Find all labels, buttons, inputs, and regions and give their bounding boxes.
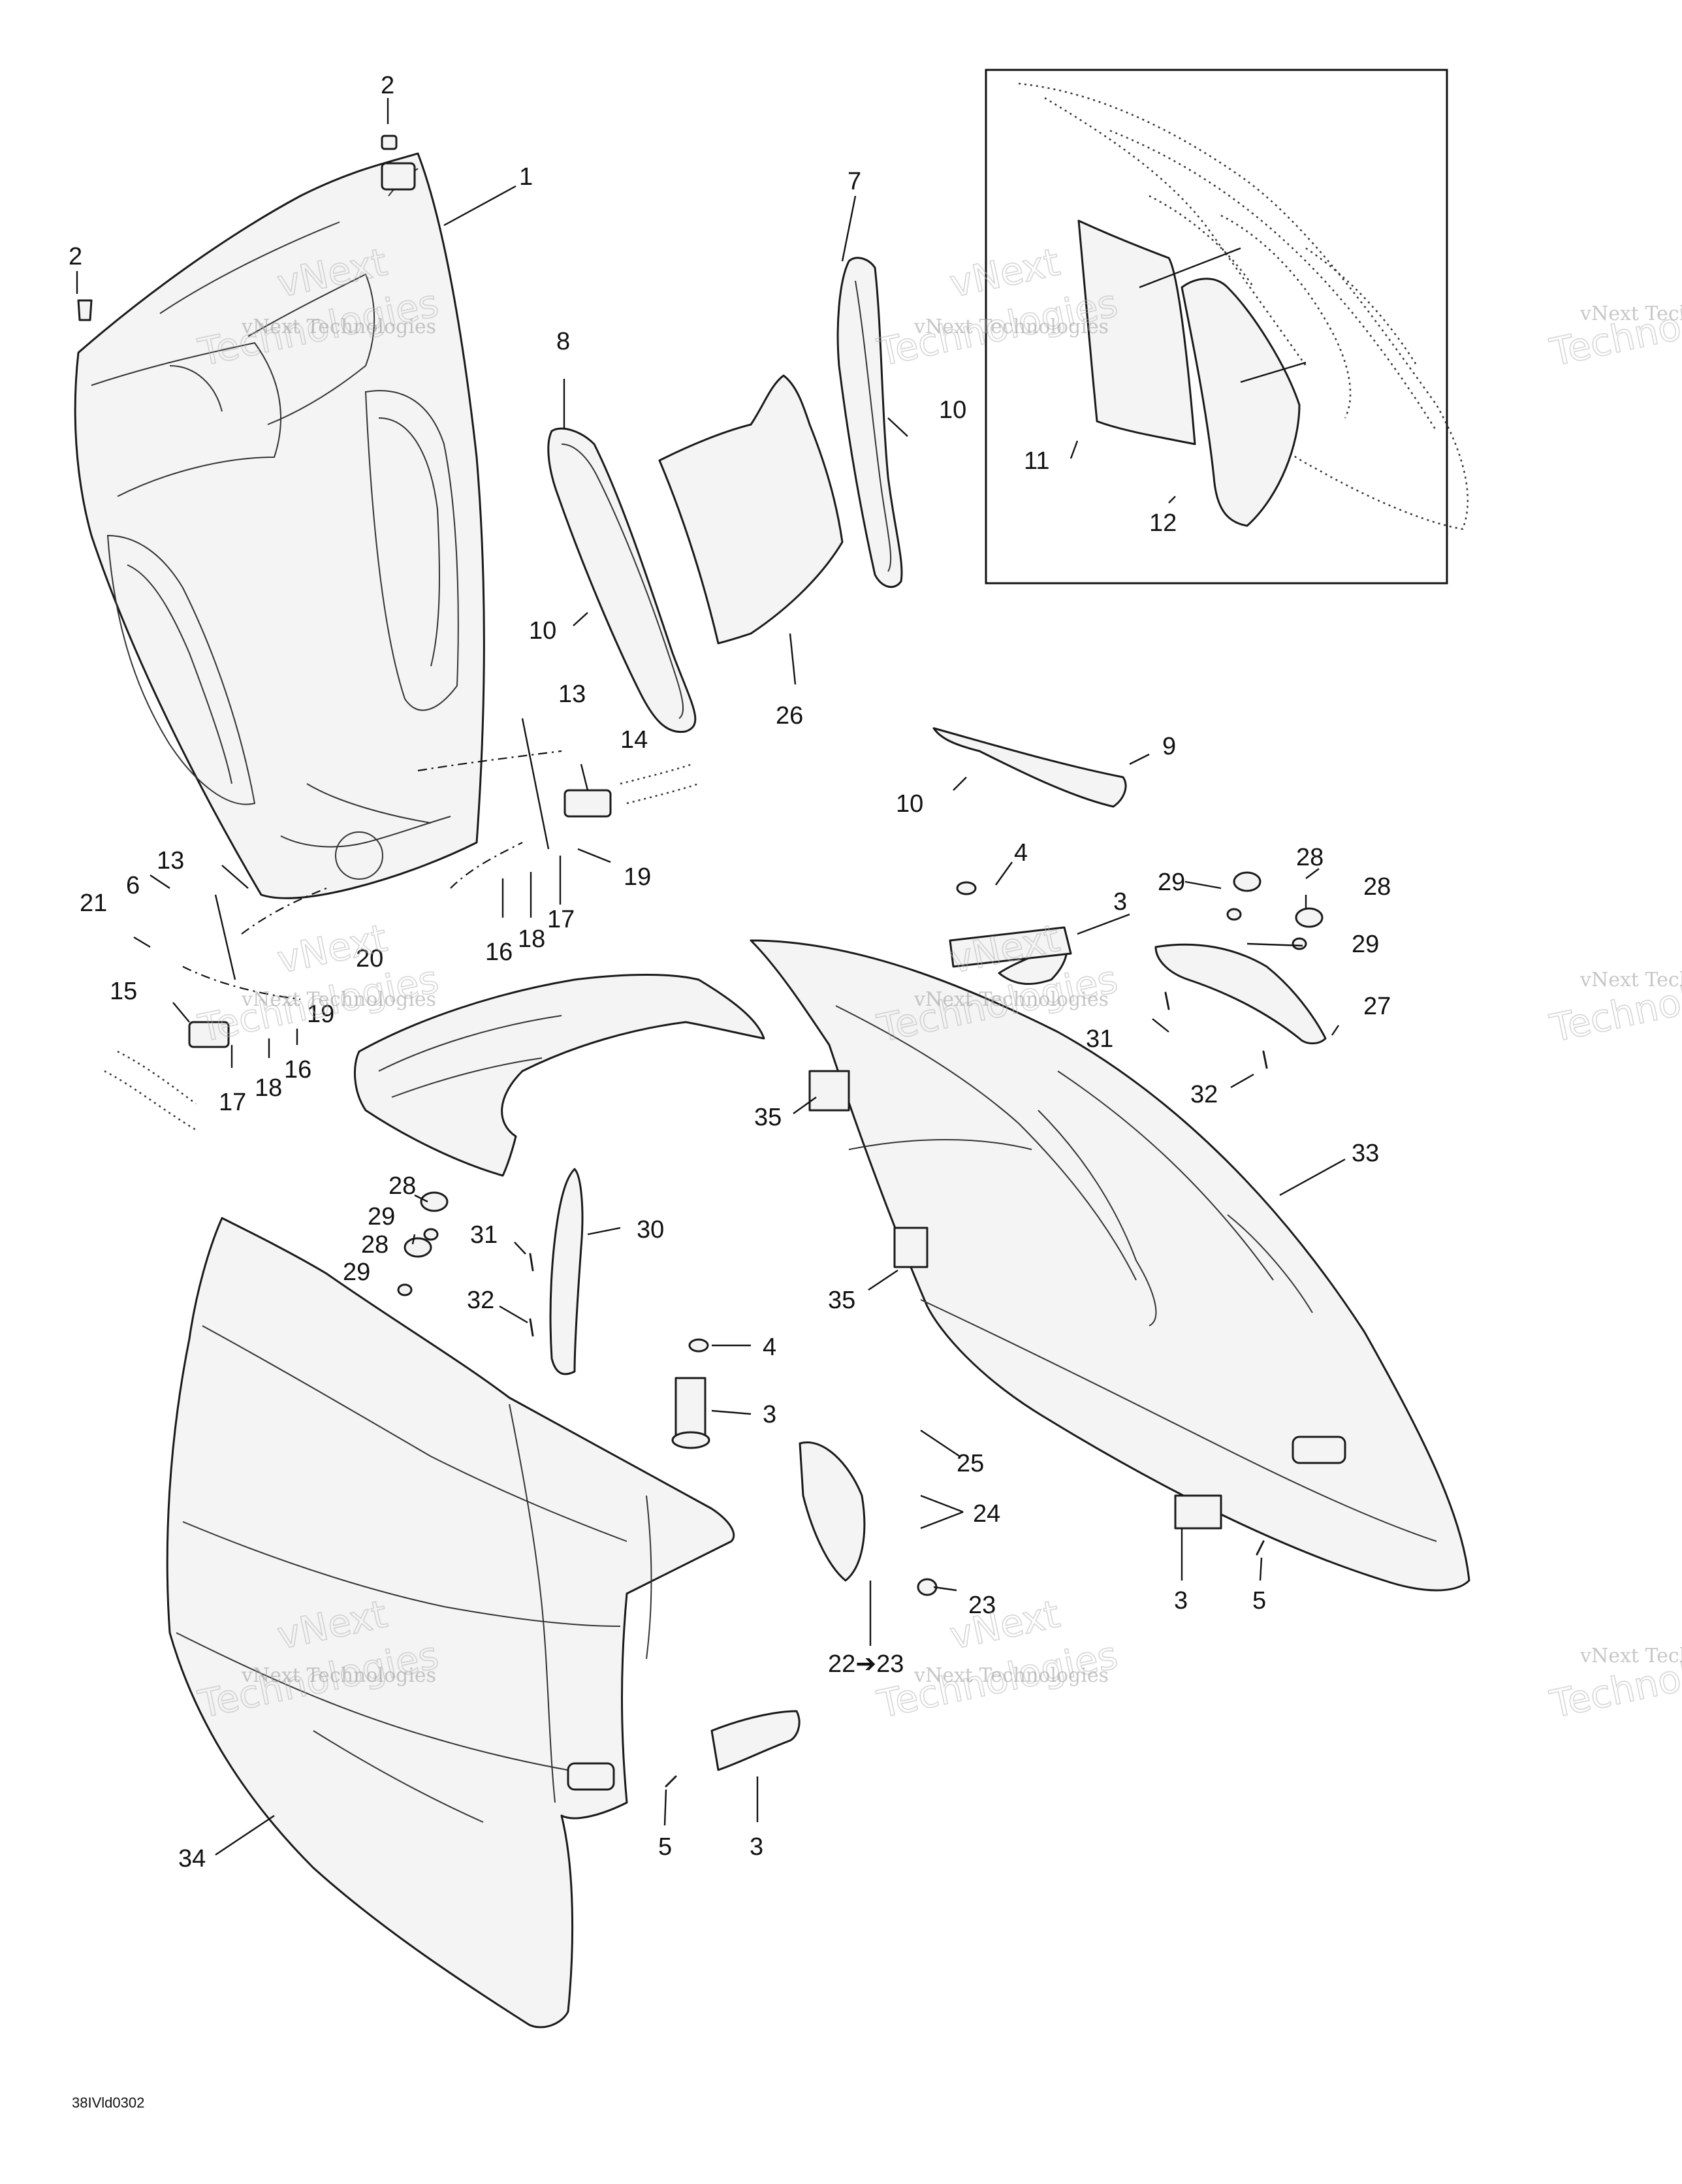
callout-29: 29: [1158, 869, 1185, 896]
svg-text:Technologies: Technologies: [1546, 281, 1682, 375]
callout-20: 20: [356, 945, 383, 972]
callout-16: 16: [485, 939, 513, 966]
callout-32: 32: [467, 1287, 494, 1314]
callout-12: 12: [1149, 509, 1177, 537]
callout-4: 4: [763, 1334, 776, 1361]
callout-14: 14: [620, 726, 648, 754]
svg-text:vNext Technologies: vNext Technologies: [913, 1664, 1109, 1687]
part-1-nose-cone: [74, 152, 485, 899]
callout-4: 4: [1014, 839, 1028, 867]
callout-24: 24: [973, 1500, 1000, 1528]
callout-28: 28: [1363, 873, 1391, 901]
callout-1: 1: [519, 163, 533, 191]
svg-text:vNext Technologies: vNext Technologies: [913, 988, 1109, 1011]
part-8-vent: [547, 427, 697, 733]
callout-9: 9: [1162, 733, 1176, 760]
callout-19: 19: [624, 863, 651, 891]
callout-31: 31: [470, 1221, 498, 1249]
callout-8: 8: [556, 328, 570, 355]
callout-3: 3: [750, 1833, 763, 1861]
callout-2: 2: [381, 72, 394, 99]
callout-29: 29: [1352, 931, 1379, 958]
callout-5: 5: [1252, 1587, 1266, 1614]
svg-text:vNext Technologies: vNext Technologies: [241, 315, 436, 338]
part-9-trim: [932, 727, 1127, 808]
watermark-instance: Technologies vNext Technologies: [1546, 956, 1682, 1052]
callout-3: 3: [1174, 1587, 1188, 1614]
part-34-side-panel: [166, 1217, 735, 2029]
svg-text:vNext Technologies: vNext Technologies: [913, 315, 1109, 338]
svg-text:vNext Technologies: vNext Technologies: [241, 1664, 436, 1687]
callout-3: 3: [763, 1401, 776, 1428]
part-7-vent: [836, 257, 903, 588]
svg-text:vNext Technologies: vNext Technologies: [1579, 302, 1682, 325]
callout-13: 13: [157, 847, 184, 875]
callout-28: 28: [389, 1172, 416, 1200]
callout-numbers: 1 2 2 7 8 10 10 10 11 12 26 9 13 13 14 1…: [69, 72, 1391, 1872]
callout-13: 13: [558, 681, 586, 708]
callout-23: 23: [968, 1592, 996, 1619]
watermark-instance: Technologies vNext Technologies: [1546, 280, 1682, 376]
part-14-latch: [563, 763, 699, 818]
svg-text:vNext Technologies: vNext Technologies: [1579, 1645, 1682, 1667]
watermark-instance: vNext Technologies vNext Technologies: [873, 1591, 1122, 1727]
svg-text:vNext Technologies: vNext Technologies: [1579, 969, 1682, 991]
callout-18: 18: [518, 925, 545, 953]
callout-32: 32: [1190, 1081, 1218, 1108]
callout-27: 27: [1363, 993, 1391, 1020]
callout-10: 10: [939, 396, 966, 424]
inset-frame: [985, 69, 1448, 585]
callout-2: 2: [69, 243, 82, 270]
callout-6: 6: [126, 872, 140, 899]
callout-28: 28: [1296, 844, 1324, 871]
part-27-cover: [1154, 943, 1327, 1044]
callout-21: 21: [80, 890, 107, 917]
callout-35: 35: [828, 1287, 855, 1314]
callout-29: 29: [343, 1259, 370, 1286]
callout-17: 17: [219, 1089, 246, 1116]
callout-34: 34: [178, 1845, 206, 1872]
callout-30: 30: [637, 1216, 664, 1244]
callout-29: 29: [368, 1203, 395, 1230]
front-bumper-part: [353, 974, 765, 1177]
callout-16: 16: [284, 1056, 311, 1084]
callout-33: 33: [1352, 1140, 1379, 1167]
fastener-leaders: [182, 718, 562, 1001]
callout-3: 3: [1113, 888, 1127, 916]
part-15-latch: [104, 1021, 230, 1131]
callout-26: 26: [776, 702, 803, 730]
watermark-instance: Technologies vNext Technologies: [1546, 1632, 1682, 1727]
part-12-panel: [1181, 278, 1301, 527]
callout-19: 19: [307, 1001, 334, 1028]
callout-5: 5: [658, 1833, 672, 1861]
callout-35: 35: [754, 1104, 782, 1131]
callout-10: 10: [529, 617, 556, 645]
callout-25: 25: [957, 1450, 984, 1477]
callout-10: 10: [896, 790, 923, 818]
callout-28: 28: [361, 1231, 389, 1259]
callout-11: 11: [1024, 447, 1049, 475]
small-fasteners: [77, 135, 1324, 1788]
part-30-plate: [549, 1168, 584, 1375]
callout-17: 17: [547, 906, 575, 933]
callout-15: 15: [110, 978, 137, 1005]
drawing-code: 38IVld0302: [72, 2095, 144, 2111]
callout-31: 31: [1086, 1025, 1113, 1053]
callout-leaders: [76, 98, 1346, 1855]
svg-text:vNext Technologies: vNext Technologies: [241, 988, 436, 1011]
inset-detail: [985, 69, 1469, 585]
callout-18: 18: [255, 1074, 282, 1102]
part-26-filter: [658, 374, 844, 645]
callout-7: 7: [848, 168, 861, 195]
callout-22-23: 22➔23: [828, 1650, 904, 1678]
